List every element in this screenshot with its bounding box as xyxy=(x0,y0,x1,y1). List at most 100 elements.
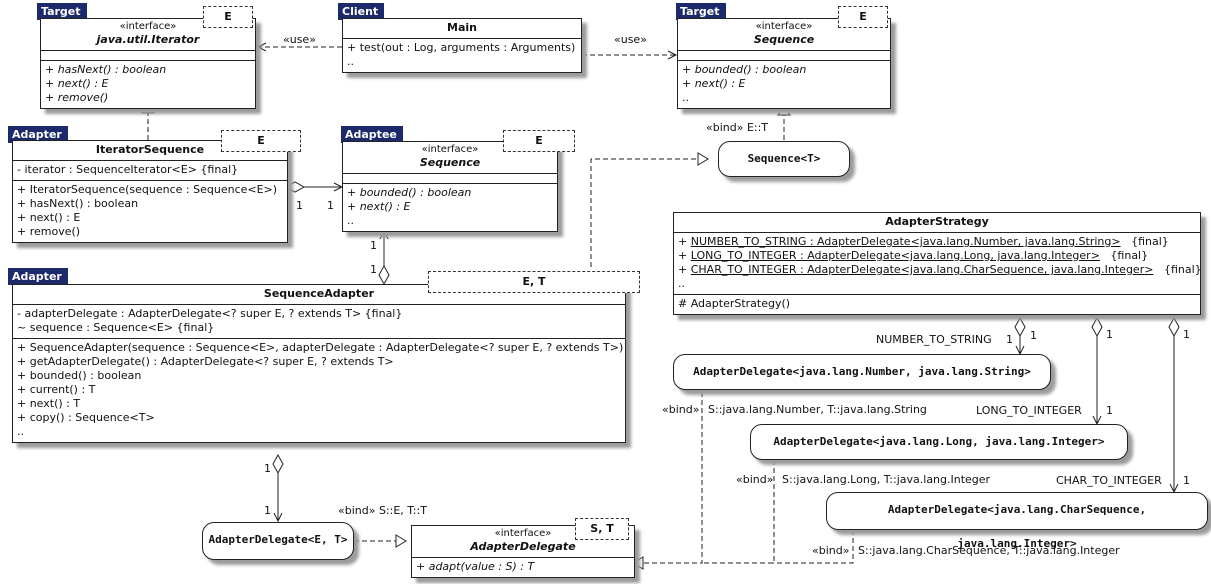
stereotype: «interface» xyxy=(119,21,177,32)
methods-section: + bounded() : boolean + next() : E .. xyxy=(678,61,890,108)
main-header: Main xyxy=(343,19,581,39)
adapter-tag-top: Adapter xyxy=(8,126,68,143)
bind-label: «bind» xyxy=(662,403,700,416)
attribute-name: LONG_TO_INTEGER xyxy=(690,249,797,262)
adapter-delegate-char-bound[interactable]: AdapterDelegate<java.lang.CharSequence, … xyxy=(826,492,1208,550)
method: + copy() : Sequence<T> xyxy=(17,411,155,424)
type-parameter-box: E xyxy=(503,130,575,152)
methods-section: + adapt(value : S) : T xyxy=(412,558,634,577)
stereotype: «interface» xyxy=(494,528,552,539)
type-parameter-box: E, T xyxy=(428,271,640,293)
target-sequence-interface[interactable]: «interface» Sequence + bounded() : boole… xyxy=(677,18,891,109)
method: .. xyxy=(347,214,354,227)
attribute-char-to-integer: + CHAR_TO_INTEGER : AdapterDelegate<java… xyxy=(678,263,1202,276)
attributes-section xyxy=(343,174,557,184)
adaptee-sequence-interface[interactable]: «interface» Sequence + bounded() : boole… xyxy=(342,141,558,232)
method: .. xyxy=(682,91,689,104)
attribute-long-to-integer: + LONG_TO_INTEGER : AdapterDelegate<java… xyxy=(678,249,1149,262)
method: .. xyxy=(17,425,24,438)
method: + remove() xyxy=(17,225,81,238)
attribute-type: : AdapterDelegate<java.lang.Long, java.l… xyxy=(796,249,1100,262)
methods-section: + bounded() : boolean + next() : E .. xyxy=(343,184,557,231)
type-parameter-box: E xyxy=(203,6,253,28)
method: + current() : T xyxy=(17,383,96,396)
multiplicity-label: 1 xyxy=(1183,328,1190,341)
attribute: - iterator : SequenceIterator<E> {final} xyxy=(17,163,239,176)
iterator-interface[interactable]: «interface» java.util.Iterator + hasNext… xyxy=(40,18,256,109)
iterator-sequence-class[interactable]: IteratorSequence - iterator : SequenceIt… xyxy=(12,140,288,243)
method: + adapt(value : S) : T xyxy=(416,560,535,573)
method: + next() : E xyxy=(347,200,411,213)
bind-label-sequence: «bind» E::T xyxy=(706,121,769,134)
method: + next() : E xyxy=(17,211,81,224)
methods-section: + test(out : Log, arguments : Arguments)… xyxy=(343,39,581,72)
bind-label-ad-et: «bind» S::E, T::T xyxy=(338,504,427,517)
role-label-char: CHAR_TO_INTEGER xyxy=(1056,474,1162,487)
class-name: Sequence xyxy=(419,156,481,169)
aggregation-diamond-char xyxy=(1168,316,1180,338)
attribute-number-to-string: + NUMBER_TO_STRING : AdapterDelegate<jav… xyxy=(678,235,1169,248)
attribute: ~ sequence : Sequence<E> {final} xyxy=(17,321,215,334)
method: + bounded() : boolean xyxy=(17,369,142,382)
bind-edge-char xyxy=(770,530,854,564)
use-label-right: «use» xyxy=(614,33,647,46)
bind-label: «bind» xyxy=(812,544,850,557)
multiplicity-label: 1 xyxy=(1106,328,1113,341)
method: + hasNext() : boolean xyxy=(17,197,139,210)
sequence-adapter-header: SequenceAdapter xyxy=(13,285,625,305)
multiplicity-label: 1 xyxy=(1006,333,1013,346)
method: + IteratorSequence(sequence : Sequence<E… xyxy=(17,183,278,196)
multiplicity-label: 1 xyxy=(264,504,271,517)
adapter-delegate-interface[interactable]: «interface» AdapterDelegate + adapt(valu… xyxy=(411,525,635,578)
main-class[interactable]: Main + test(out : Log, arguments : Argum… xyxy=(342,18,582,73)
methods-section: # AdapterStrategy() xyxy=(674,295,1200,314)
sequence-adapter-class[interactable]: SequenceAdapter - adapterDelegate : Adap… xyxy=(12,284,626,443)
attribute-modifier: {final} xyxy=(1163,263,1202,276)
attributes-section xyxy=(678,51,890,61)
attributes-section xyxy=(41,51,255,61)
bind-args-label: S::java.lang.Number, T::java.lang.String xyxy=(708,403,927,416)
method: + SequenceAdapter(sequence : Sequence<E>… xyxy=(17,341,624,354)
sequence-header: «interface» Sequence xyxy=(343,142,557,174)
method: + next() : E xyxy=(45,77,109,90)
attribute-modifier: {final} xyxy=(1110,249,1149,262)
multiplicity-label: 1 xyxy=(370,239,377,252)
bind-args-label: S::java.lang.Long, T::java.lang.Integer xyxy=(782,473,991,486)
attribute-name: CHAR_TO_INTEGER xyxy=(690,263,797,276)
sequence-t-bound-element[interactable]: Sequence<T> xyxy=(718,141,850,177)
use-label-left: «use» xyxy=(283,33,316,46)
type-parameter-box: E xyxy=(838,6,888,28)
multiplicity-label: 1 xyxy=(264,462,271,475)
attribute-type: : AdapterDelegate<java.lang.Number, java… xyxy=(806,235,1121,248)
adaptee-tag: Adaptee xyxy=(341,126,403,143)
adapter-delegate-long-bound[interactable]: AdapterDelegate<java.lang.Long, java.lan… xyxy=(750,424,1128,460)
methods-section: + IteratorSequence(sequence : Sequence<E… xyxy=(13,181,287,242)
class-name: AdapterDelegate xyxy=(470,540,576,553)
adapter-strategy-header: AdapterStrategy xyxy=(674,213,1200,233)
attributes-section: + NUMBER_TO_STRING : AdapterDelegate<jav… xyxy=(674,233,1202,295)
stereotype: «interface» xyxy=(755,21,813,32)
adapter-tag-bottom: Adapter xyxy=(8,268,68,285)
attribute: - adapterDelegate : AdapterDelegate<? su… xyxy=(17,307,403,320)
attribute-type: : AdapterDelegate<java.lang.CharSequence… xyxy=(796,263,1154,276)
iterator-sequence-header: IteratorSequence xyxy=(13,141,287,161)
aggregation-diamond-sa xyxy=(378,264,390,286)
bind-label: «bind» xyxy=(736,473,774,486)
method: + next() : T xyxy=(17,397,81,410)
method: + bounded() : boolean xyxy=(347,186,472,199)
aggregation-arrowhead-ad xyxy=(273,512,283,523)
class-name: java.util.Iterator xyxy=(96,33,200,46)
multiplicity-label: 1 xyxy=(296,199,303,212)
method: + getAdapterDelegate() : AdapterDelegate… xyxy=(17,355,394,368)
sequence-header: «interface» Sequence xyxy=(678,19,890,51)
stereotype: «interface» xyxy=(421,144,479,155)
adapter-delegate-number-bound[interactable]: AdapterDelegate<java.lang.Number, java.l… xyxy=(673,354,1051,390)
multiplicity-label: 1 xyxy=(327,199,334,212)
role-label-long: LONG_TO_INTEGER xyxy=(976,404,1082,417)
adapter-strategy-class[interactable]: AdapterStrategy + NUMBER_TO_STRING : Ada… xyxy=(673,212,1202,315)
use-arrowhead-left xyxy=(256,42,267,52)
class-name: IteratorSequence xyxy=(95,143,205,156)
realize-triangle-ad-interface xyxy=(632,556,644,570)
adapter-delegate-et-bound[interactable]: AdapterDelegate<E, T> xyxy=(202,522,354,560)
